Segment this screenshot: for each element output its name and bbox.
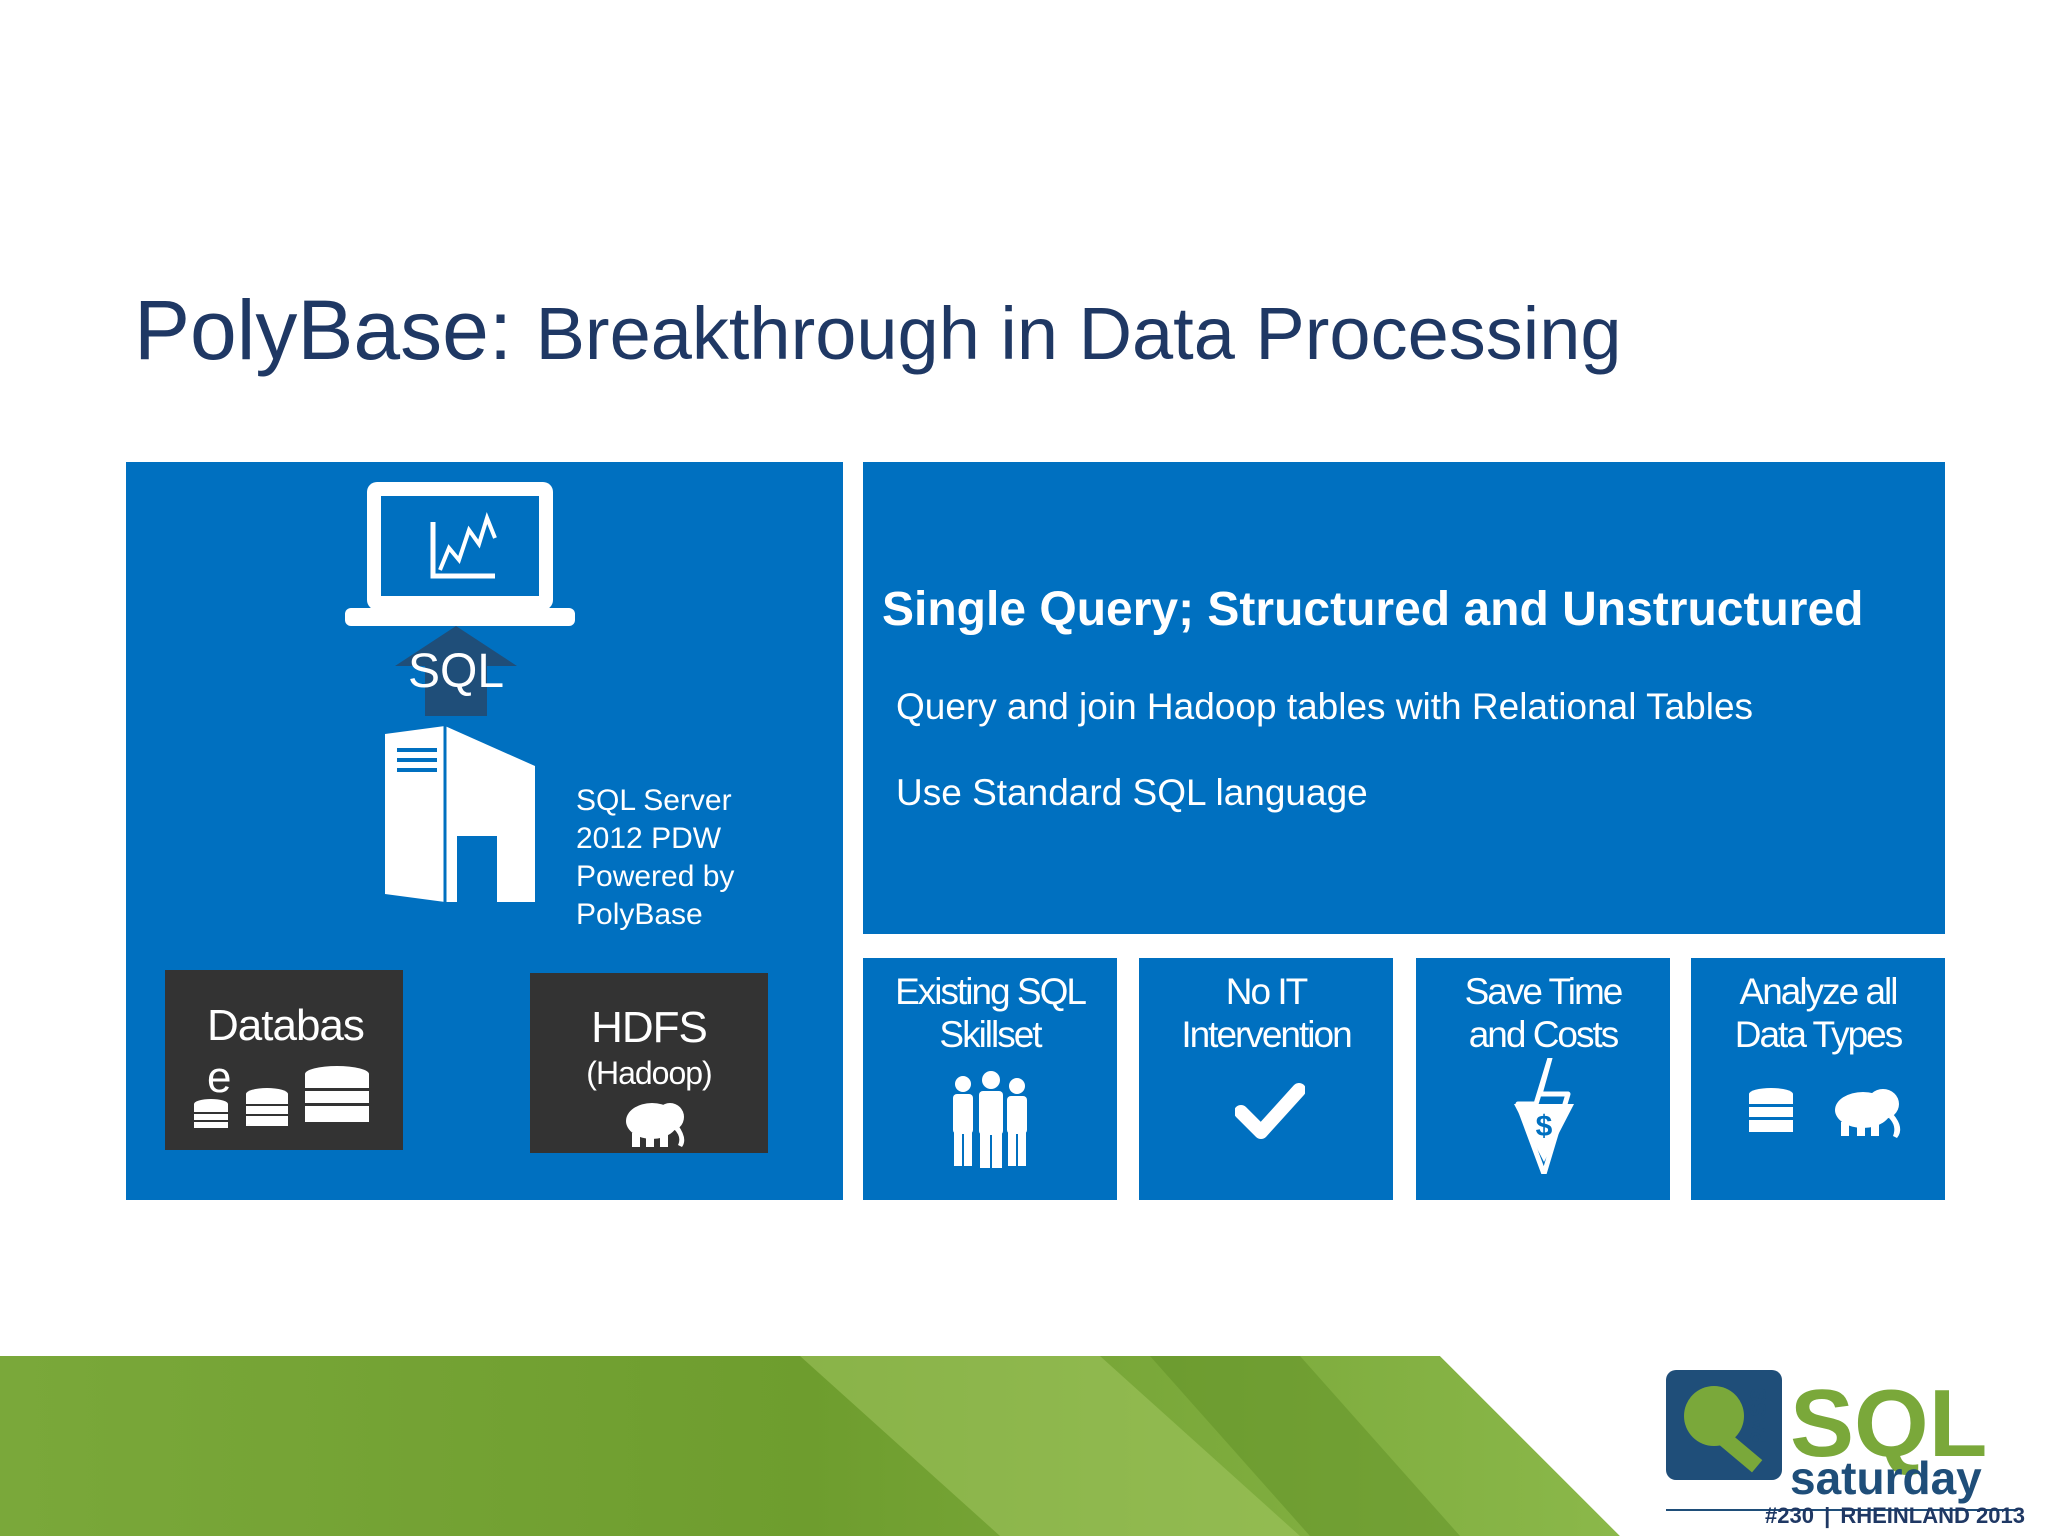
event-number: #230 bbox=[1765, 1503, 1814, 1528]
hadoop-label: (Hadoop) bbox=[586, 1055, 712, 1091]
logo-pass-text: PASS bbox=[1746, 1388, 1771, 1446]
tile-analyze-all-data-types: Analyze all Data Types bbox=[1691, 958, 1945, 1200]
event-label: #230 | RHEINLAND 2013 bbox=[1765, 1503, 2025, 1528]
database-stack-icon bbox=[194, 1066, 369, 1128]
tile-label: Analyze all Data Types bbox=[1691, 970, 1945, 1056]
checkmark-icon bbox=[1235, 1083, 1305, 1139]
server-label: SQL Server 2012 PDW Powered by PolyBase bbox=[576, 782, 734, 934]
event-name: RHEINLAND 2013 bbox=[1840, 1503, 2025, 1528]
logo-sql-text: SQL bbox=[1790, 1370, 1987, 1477]
tile-label-line: Save Time bbox=[1464, 971, 1624, 1012]
database-elephant-icon bbox=[1749, 1088, 1901, 1138]
up-arrow-icon bbox=[395, 626, 517, 716]
tile-label: Save Time and Costs bbox=[1416, 970, 1670, 1056]
sqlsaturday-logo: PASS SQL saturday bbox=[1666, 1370, 2018, 1511]
tile-label-line: Existing SQL bbox=[895, 971, 1087, 1012]
laptop-chart-icon bbox=[345, 482, 575, 626]
tile-label-line: and Costs bbox=[1468, 1014, 1620, 1055]
slide-title-main: PolyBase: bbox=[134, 283, 513, 377]
tile-no-it-intervention: No IT Intervention bbox=[1139, 958, 1393, 1200]
people-icon bbox=[953, 1071, 1027, 1168]
tile-label-line: Analyze all bbox=[1739, 971, 1899, 1012]
feature-line: Use Standard SQL language bbox=[896, 772, 1368, 813]
slide-title: PolyBase: Breakthrough in Data Processin… bbox=[134, 282, 1622, 379]
tile-label-line: Intervention bbox=[1181, 1014, 1352, 1055]
feature-line: Query and join Hadoop tables with Relati… bbox=[896, 686, 1754, 727]
tile-label: Existing SQL Skillset bbox=[863, 970, 1117, 1056]
hdfs-box: HDFS (Hadoop) bbox=[530, 973, 768, 1153]
server-label-line: PolyBase bbox=[576, 898, 703, 931]
feature-panel bbox=[863, 462, 1945, 934]
dollar-arrow-icon: $ bbox=[1514, 1058, 1574, 1174]
hadoop-elephant-icon bbox=[626, 1103, 685, 1147]
database-box: Databas e bbox=[165, 970, 403, 1150]
sql-label: SQL bbox=[408, 645, 505, 698]
tile-existing-sql-skillset: Existing SQL Skillset bbox=[863, 958, 1117, 1200]
database-label: Databas e bbox=[207, 1001, 365, 1102]
tile-label-line: No IT bbox=[1225, 971, 1308, 1012]
feature-heading: Single Query; Structured and Unstructure… bbox=[882, 583, 1864, 636]
server-label-line: Powered by bbox=[576, 860, 735, 893]
tile-label-line: Skillset bbox=[939, 1014, 1042, 1055]
svg-text:$: $ bbox=[1536, 1110, 1553, 1143]
tile-label-line: Data Types bbox=[1734, 1014, 1903, 1055]
server-label-line: SQL Server bbox=[576, 784, 732, 817]
tile-save-time-costs: Save Time and Costs $ bbox=[1416, 958, 1670, 1200]
server-label-line: 2012 PDW bbox=[576, 822, 722, 855]
slide-title-sub: Breakthrough in Data Processing bbox=[535, 292, 1622, 375]
tile-label: No IT Intervention bbox=[1139, 970, 1393, 1056]
hdfs-label: HDFS bbox=[591, 1003, 708, 1052]
logo-saturday-text: saturday bbox=[1790, 1452, 1982, 1504]
server-icon bbox=[385, 726, 535, 902]
